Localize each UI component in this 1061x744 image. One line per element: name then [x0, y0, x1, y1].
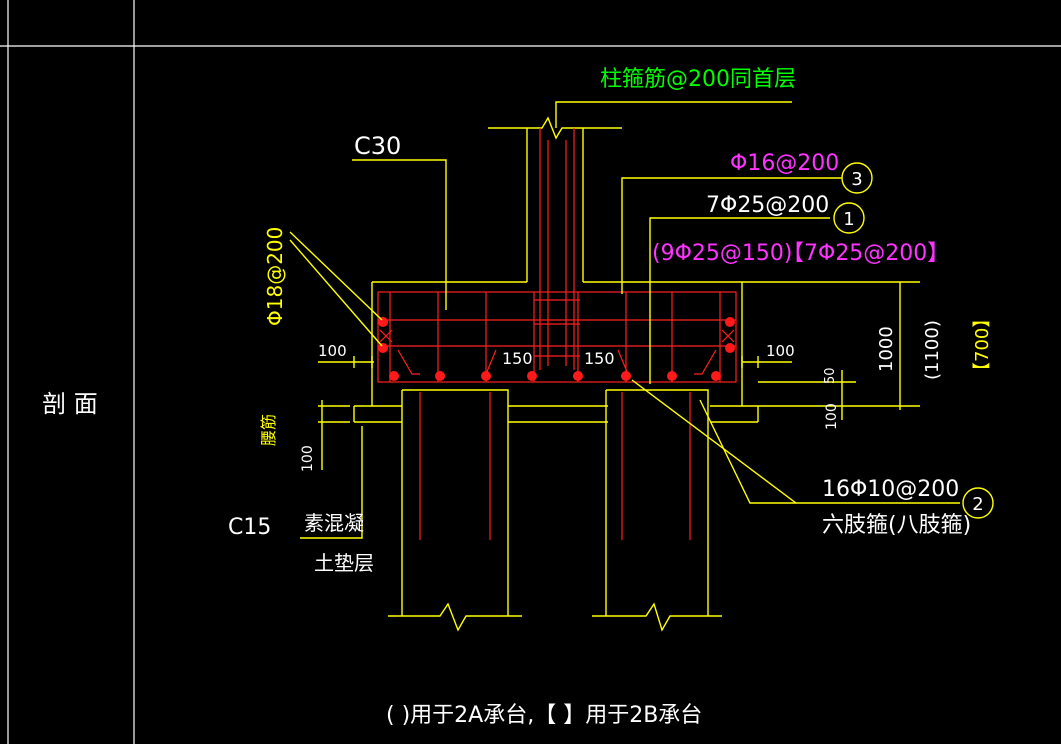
side-bar-note: 腰筋 [259, 414, 278, 446]
dim-700: 【700】 [972, 310, 993, 380]
dim-100-right-low: 100 [824, 403, 840, 430]
pile-cap [371, 281, 743, 406]
bottom-bar-alt-paren: (9Φ25@150) [652, 241, 792, 266]
top-bar-label: Φ16@200 [730, 151, 839, 176]
concrete-grade-label: C30 [354, 132, 401, 160]
dim-150-b: 150 [584, 349, 615, 368]
dim-1000: 1000 [876, 326, 897, 372]
svg-text:1: 1 [843, 209, 854, 230]
stirrup-label: 16Φ10@200 [822, 477, 959, 502]
column-stirrup-label: 柱箍筋@200同首层 [600, 67, 796, 92]
pile-left [388, 389, 522, 632]
dim-100-right: 100 [766, 342, 795, 360]
cushion-line2: 土垫层 [314, 551, 374, 575]
marker-3: 3 [841, 162, 873, 194]
leader-lines [289, 101, 960, 539]
marker-1: 1 [833, 202, 865, 234]
dim-100-left: 100 [318, 342, 347, 360]
dimension-lines [318, 281, 920, 470]
bottom-bar-label: 7Φ25@200 [706, 193, 829, 218]
cushion-grade-label: C15 [228, 515, 271, 540]
stirrup-type-label: 六肢箍(八肢箍) [822, 513, 971, 538]
marker-2: 2 [962, 487, 994, 519]
footnote: ( )用于2A承台,【 】用于2B承台 [386, 703, 702, 728]
cushion-layer [353, 405, 759, 423]
pile-right [592, 389, 722, 632]
rebar-dots [378, 317, 735, 381]
side-bar-label: Φ18@200 [263, 227, 287, 326]
svg-text:3: 3 [851, 169, 862, 190]
dim-1100: (1100) [922, 320, 943, 380]
column [488, 116, 622, 282]
reinforcement [377, 128, 737, 383]
dim-100-lower-left: 100 [300, 445, 316, 472]
svg-text:2: 2 [972, 494, 983, 515]
dim-150-a: 150 [502, 349, 533, 368]
bottom-bar-alt-bracket: 【7Φ25@200】 [782, 241, 949, 266]
section-label: 剖 面 [42, 390, 98, 418]
dim-50: 50 [823, 367, 838, 384]
cushion-line1: 素混凝 [304, 511, 364, 535]
